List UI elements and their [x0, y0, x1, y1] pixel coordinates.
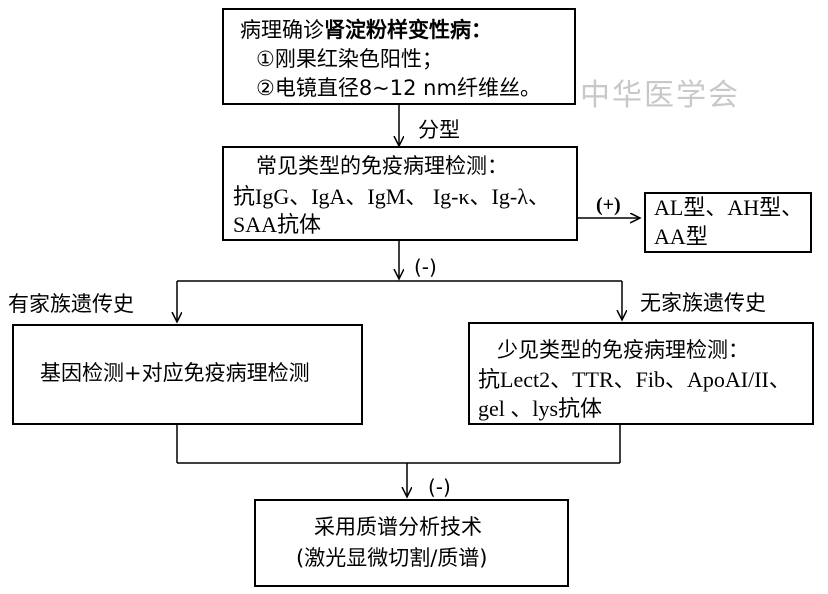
common-immuno-line-2: 抗IgG、IgA、IgM、 Ig-κ、Ig-λ、 [233, 184, 550, 209]
common-immuno-box [222, 146, 578, 241]
diagnosis-line-2: ①刚果红染色阳性； [256, 47, 443, 71]
rare-immuno-line-1: 少见类型的免疫病理检测： [497, 338, 749, 362]
mass-spec-box [254, 499, 569, 587]
mass-spec-line-1: 采用质谱分析技术 [314, 515, 482, 539]
diagnosis-line-3: ②电镜直径8~12 nm纤维丝。 [256, 76, 541, 100]
label-family-history-no: 无家族遗传史 [640, 291, 766, 315]
rare-immuno-line-3: gel 、lys抗体 [478, 396, 603, 421]
watermark-logo: 中华医学会 [580, 78, 740, 113]
common-immuno-line-1: 常见类型的免疫病理检测： [256, 154, 508, 178]
diagnosis-prefix: 病理确诊 [240, 18, 324, 42]
rare-immuno-line-2: 抗Lect2、TTR、Fib、ApoAI/II、 [478, 367, 791, 392]
rare-immuno-box [468, 322, 814, 425]
gene-test-text: 基因检测+对应免疫病理检测 [40, 361, 310, 385]
diagnosis-box [222, 8, 576, 105]
common-immuno-line-3: SAA抗体 [233, 212, 322, 237]
label-family-history-yes: 有家族遗传史 [8, 292, 134, 316]
label-negative-1: (-) [414, 255, 437, 279]
label-negative-2: (-) [428, 475, 451, 499]
type-result-line-2: AA型 [654, 224, 708, 249]
gene-test-box [12, 324, 363, 425]
type-result-box [644, 192, 812, 253]
label-classification: 分型 [418, 118, 460, 142]
label-positive: (+) [596, 194, 621, 216]
diagnosis-emphasis: 肾淀粉样变性病： [324, 18, 492, 42]
type-result-line-1: AL型、AH型、 [654, 195, 804, 220]
diagnosis-line-1: 病理确诊肾淀粉样变性病： [240, 17, 492, 43]
mass-spec-line-2: (激光显微切割/质谱) [296, 546, 488, 570]
